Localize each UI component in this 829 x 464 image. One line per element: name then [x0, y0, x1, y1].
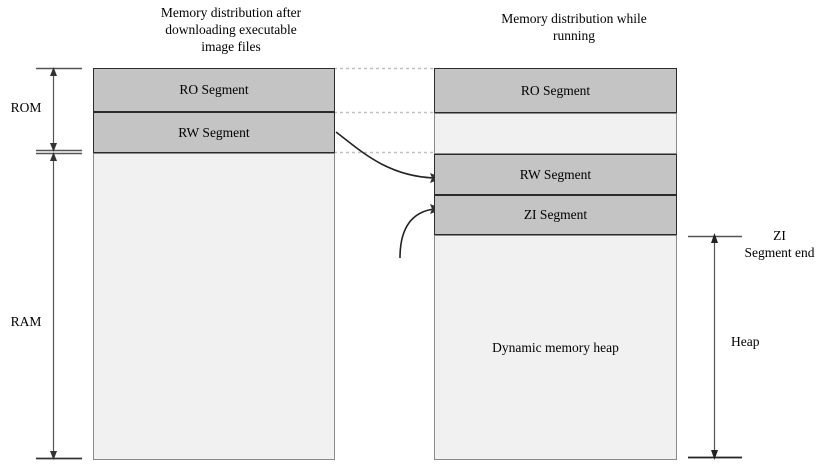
- right-segment-rw-label: RW Segment: [519, 166, 592, 182]
- right-segment-heap-label: Dynamic memory heap: [492, 339, 619, 355]
- left-panel-title: Memory distribution after downloading ex…: [160, 5, 302, 54]
- right-segment-zi-label: ZI Segment: [523, 207, 588, 222]
- right-memory-map: RO Segment RW Segment ZI Segment Dynamic…: [434, 68, 677, 460]
- bracket-label-heap: Heap: [731, 334, 760, 349]
- rw-relocation-arrow: [335, 131, 443, 183]
- heap-bracket: [688, 233, 742, 460]
- right-segment-ro[interactable]: RO Segment: [434, 68, 677, 113]
- right-segment-gap[interactable]: [434, 113, 677, 154]
- rom-bracket: [36, 67, 82, 152]
- right-segment-heap[interactable]: Dynamic memory heap: [434, 235, 677, 460]
- ram-bracket: [36, 152, 82, 460]
- bracket-label-ram: RAM: [10, 314, 42, 329]
- right-segment-rw[interactable]: RW Segment: [434, 154, 677, 195]
- right-segment-ro-label: RO Segment: [520, 82, 591, 98]
- bracket-label-rom: ROM: [10, 100, 42, 115]
- left-segment-ro-label: RO Segment: [179, 82, 249, 97]
- bracket-label-zi-segment-end: ZI Segment end: [744, 228, 815, 260]
- left-memory-map: RO Segment RW Segment: [93, 68, 335, 460]
- left-segment-free[interactable]: [93, 153, 335, 460]
- left-segment-ro[interactable]: RO Segment: [93, 68, 335, 112]
- right-segment-zi[interactable]: ZI Segment: [434, 195, 677, 235]
- right-panel-title: Memory distribution while running: [501, 11, 647, 43]
- alignment-guides: [334, 67, 434, 154]
- left-segment-rw[interactable]: RW Segment: [93, 112, 335, 153]
- left-segment-rw-label: RW Segment: [178, 124, 250, 140]
